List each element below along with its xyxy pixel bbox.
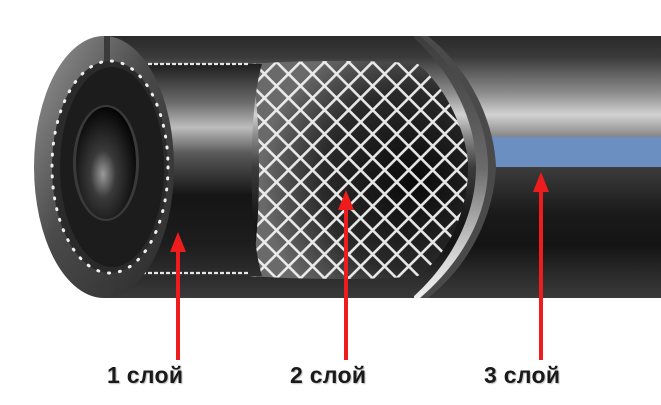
hose-end-face (34, 36, 174, 298)
arrow-layer-2 (338, 190, 354, 360)
arrow-layer-3 (533, 172, 549, 360)
mesh-layer (250, 61, 469, 279)
label-layer-1: 1 слой (107, 362, 184, 388)
label-layer-3: 3 слой (484, 362, 561, 388)
label-layer-2: 2 слой (290, 362, 367, 388)
blue-stripe (486, 137, 661, 167)
arrow-layer-1 (170, 232, 186, 360)
